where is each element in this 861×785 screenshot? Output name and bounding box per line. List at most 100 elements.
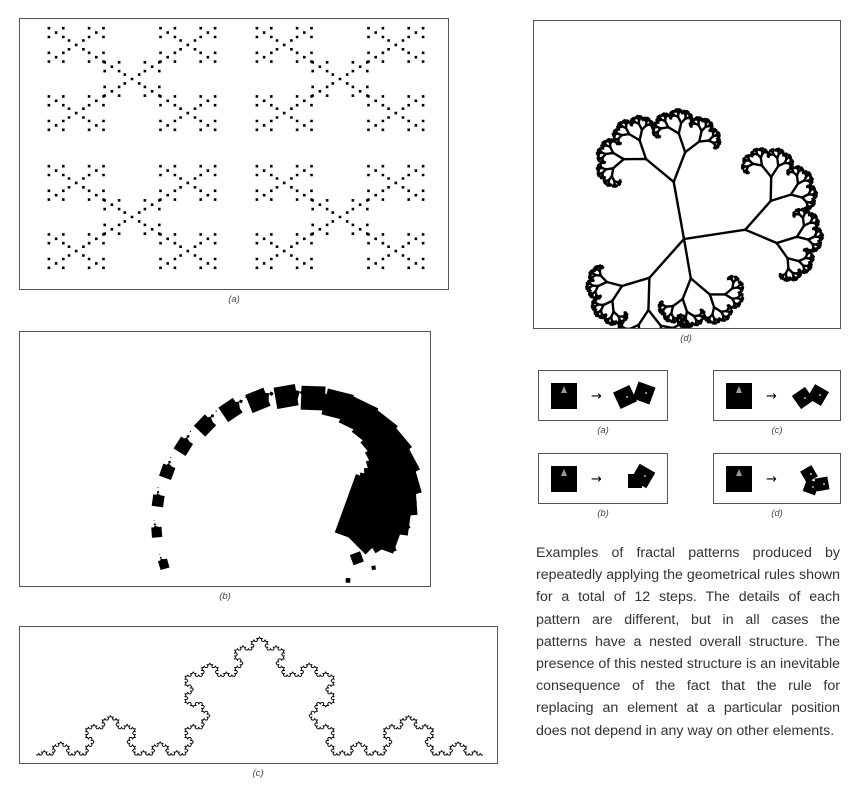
fractal-square [168,460,172,464]
fractal-square [164,463,173,471]
panel-a-label: (a) [228,294,240,305]
rule-b-label: (b) [597,508,609,519]
orientation-marker [809,472,813,476]
rule-c: → [713,370,841,421]
arrow-icon: → [766,389,777,404]
fractal-square [315,391,330,405]
fractal-square [401,461,409,470]
fractal-square [277,389,279,392]
fractal-square [269,391,274,396]
target-square [613,385,637,409]
fractal-square [153,523,157,526]
fractal-square [328,394,335,401]
fractal-square [158,553,160,555]
fractal-square [412,499,418,505]
fractal-square [370,539,384,554]
fractal-square [173,436,194,457]
fractal-square [339,398,356,415]
arrow-icon: → [766,472,777,487]
target-square [791,386,815,410]
rule-a-diagram: → [551,381,656,409]
orientation-marker [822,482,826,486]
fractal-square [360,411,378,429]
orientation-marker [811,485,815,489]
panel-d-label: (d) [680,333,692,344]
target-square [807,384,829,406]
fractal-square [391,547,397,552]
rule-b: → [538,453,668,504]
fractal-square [160,558,165,564]
fractal-square [404,449,408,453]
target-square [802,478,820,496]
rule-d-diagram: → [726,465,830,496]
fractal-square [309,389,312,392]
fractal-square [193,414,217,437]
fractal-square [153,525,159,532]
fractal-square [366,409,369,412]
fractal-square [388,427,392,431]
orientation-marker [561,469,567,476]
orientation-marker [818,393,822,397]
fractal-square [215,410,218,412]
panel-d [533,20,841,329]
fractal-square [159,556,162,559]
orientation-marker [625,395,629,399]
orientation-marker [736,386,742,393]
fractal-square [154,493,162,500]
orientation-marker [561,386,567,393]
fractal-a [47,26,425,270]
target-square [630,463,656,489]
fractal-square [402,483,413,494]
fractal-square [204,416,213,425]
fractal-d [585,107,825,328]
target-square [632,381,656,405]
koch-curve [36,636,483,756]
fractal-square [231,401,240,410]
fractal-square [354,405,361,412]
rule-c-diagram: → [726,383,829,410]
cluster-fractal-path [47,26,425,270]
fractal-square [151,494,165,508]
orientation-marker [803,396,807,400]
fractal-square [157,487,159,489]
arrow-icon: → [591,472,602,487]
fractal-b [151,383,422,583]
panel-a [19,18,449,290]
fractal-square [371,565,376,571]
orientation-marker [643,474,647,478]
rule-b-diagram: → [551,463,656,492]
rule-d: → [713,453,841,504]
target-square [814,476,830,492]
fractal-square [391,465,410,484]
fractal-square [300,385,326,411]
orientation-marker [736,469,742,476]
fractal-square [288,388,300,401]
fractal-square [376,421,383,428]
orientation-marker [644,391,648,395]
panel-b [19,331,431,587]
fractal-square [386,445,405,465]
rule-d-label: (d) [771,508,783,519]
fractal-square [153,520,155,522]
fractal-square [386,523,400,537]
square-spiral [151,383,422,583]
fractal-square [349,551,364,566]
fractal-square [186,435,190,438]
fractal-square [260,392,270,402]
fractal-square [345,577,351,583]
panel-b-label: (b) [219,591,231,602]
panel-c [19,626,498,764]
panel-c-label: (c) [252,768,264,779]
fractal-square [245,396,247,399]
fractal-square [397,504,409,516]
dendrite-fractal [585,107,825,328]
rule-c-label: (c) [771,425,783,436]
fractal-square [218,397,243,423]
fractal-square [378,497,406,525]
fractal-square [412,474,416,479]
figure-caption: Examples of fractal patterns produced by… [536,545,840,739]
fractal-square [299,389,305,396]
fractal-square [392,440,399,447]
arrow-icon: → [591,389,602,404]
target-square [800,465,818,483]
